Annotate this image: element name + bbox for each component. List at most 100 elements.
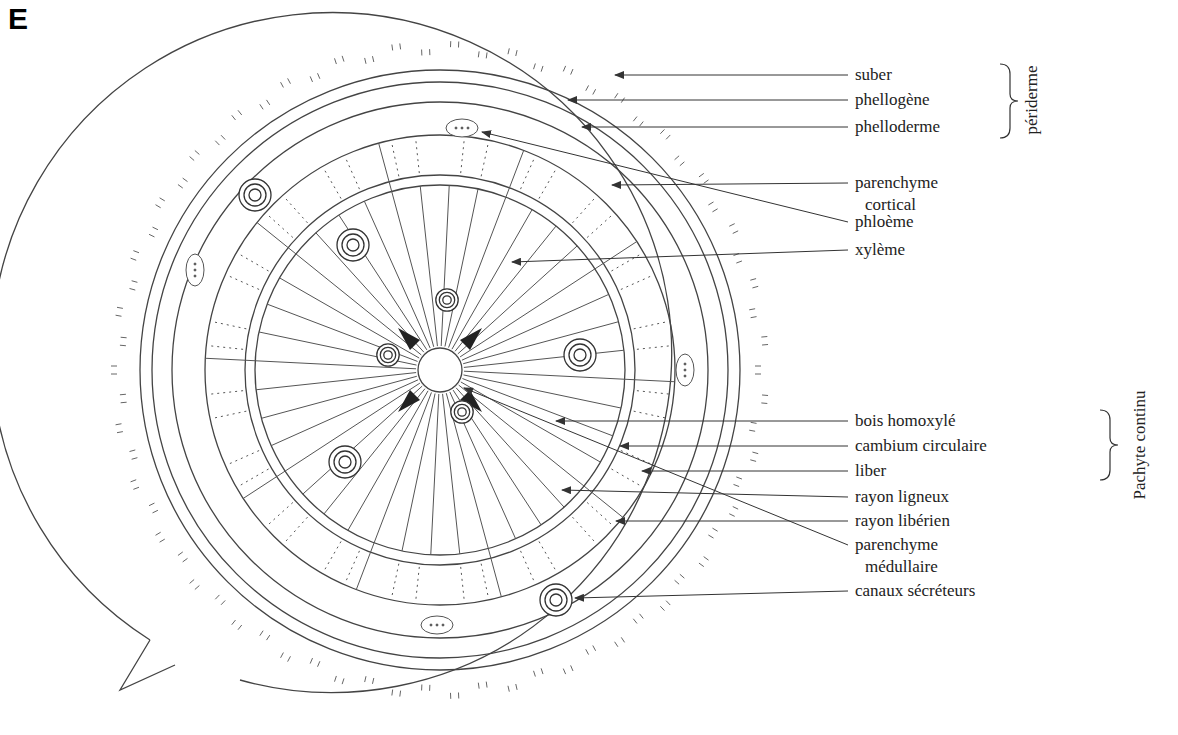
- part-label: phloème: [855, 211, 914, 233]
- phloem-dot: [684, 363, 686, 365]
- suber-mark: [116, 424, 122, 425]
- suber-mark: [156, 532, 161, 535]
- suber-mark: [149, 234, 154, 237]
- ray-line: [464, 371, 675, 382]
- phloem-mark: [268, 215, 293, 238]
- ray-line: [379, 143, 434, 347]
- suber-mark: [178, 552, 183, 556]
- suber-mark: [342, 678, 344, 684]
- suber-mark: [712, 209, 717, 212]
- phloem-mark: [213, 411, 246, 418]
- suber-mark: [733, 231, 738, 234]
- suber-mark: [131, 480, 137, 482]
- ray-line: [459, 385, 623, 517]
- ray-line: [257, 223, 421, 355]
- group-label: périderme: [1021, 66, 1043, 135]
- suber-mark: [755, 366, 761, 367]
- suber-mark: [621, 637, 624, 642]
- suber-mark: [130, 288, 136, 290]
- canal-inner: [342, 234, 364, 256]
- suber-mark: [640, 614, 644, 619]
- ray-line: [243, 383, 420, 498]
- suber-mark: [675, 156, 680, 160]
- suber-mark: [215, 141, 219, 145]
- suber-mark: [117, 307, 123, 308]
- suber-mark: [508, 48, 509, 54]
- phloem-mark: [539, 169, 556, 198]
- suber-mark: [133, 251, 139, 253]
- phloem-dot: [194, 263, 196, 265]
- ray-line: [356, 392, 431, 589]
- suber-mark: [458, 42, 459, 48]
- pachyte-bracket: [1100, 410, 1118, 480]
- suber-mark: [450, 41, 451, 47]
- suber-mark: [736, 477, 742, 479]
- phloem-mark: [239, 469, 268, 486]
- phelloderm-ring: [152, 82, 728, 658]
- phloem-mark: [634, 322, 667, 329]
- phloem-dot: [194, 269, 196, 271]
- cortex-ring: [172, 102, 708, 638]
- ray-line: [463, 375, 621, 408]
- phloem-mark: [228, 451, 259, 465]
- suber-mark: [399, 43, 401, 49]
- cambium-ring-inner: [255, 185, 625, 555]
- suber-mark: [121, 402, 127, 404]
- phloem-mark: [209, 346, 243, 350]
- suber-mark: [534, 671, 536, 677]
- phloem-mark: [539, 541, 556, 570]
- canal-outer: [564, 339, 596, 371]
- leader-line: [612, 183, 848, 185]
- suber-mark: [153, 510, 158, 513]
- suber-mark: [749, 430, 755, 431]
- phloem-mark: [285, 198, 308, 223]
- suber-mark: [120, 394, 126, 396]
- canal-outer: [329, 446, 361, 478]
- canal-inner: [454, 404, 469, 419]
- canal-outer: [540, 584, 572, 616]
- canal-lumen: [443, 296, 451, 304]
- suber-mark: [450, 693, 451, 699]
- canal-outer: [337, 229, 369, 261]
- ray-line: [445, 189, 478, 347]
- suber-mark: [751, 422, 757, 423]
- ray-line: [441, 185, 449, 346]
- part-label: parenchyme médullaire: [855, 534, 965, 578]
- phloem-dot: [684, 375, 686, 377]
- leader-line: [620, 446, 848, 447]
- suber-mark: [680, 574, 685, 578]
- phloem-oval: [186, 254, 204, 286]
- suber-mark: [640, 122, 644, 127]
- phloem-mark: [346, 158, 360, 189]
- canal-inner: [334, 451, 356, 473]
- suber-mark: [752, 286, 758, 288]
- phloem-mark: [572, 198, 595, 223]
- phloem-mark: [587, 215, 612, 238]
- phloem-mark: [621, 451, 652, 465]
- suber-mark: [508, 686, 509, 692]
- suber-mark: [399, 691, 401, 697]
- suber-mark: [342, 56, 344, 62]
- suber-mark: [288, 78, 291, 83]
- suber-mark: [195, 586, 200, 590]
- suber-mark: [120, 345, 126, 347]
- pith: [418, 348, 462, 392]
- phloem-mark: [587, 502, 612, 525]
- suber-mark: [132, 281, 138, 283]
- suber-mark: [586, 85, 589, 90]
- suber-mark: [762, 394, 768, 396]
- brackets: [1000, 64, 1118, 480]
- suber-tear: [120, 640, 175, 690]
- phloem-dot: [684, 369, 686, 371]
- suber-mark: [372, 678, 373, 684]
- suber-mark: [121, 337, 127, 339]
- phellogen-ring: [140, 70, 740, 670]
- suber-mark: [541, 668, 543, 674]
- suber-mark: [729, 224, 734, 227]
- suber-mark: [117, 432, 123, 433]
- phloem-mark: [637, 391, 671, 395]
- part-label: canaux sécréteurs: [855, 580, 975, 602]
- suber-mark: [372, 56, 373, 62]
- suber-mark: [310, 76, 312, 82]
- leader-line: [482, 132, 848, 222]
